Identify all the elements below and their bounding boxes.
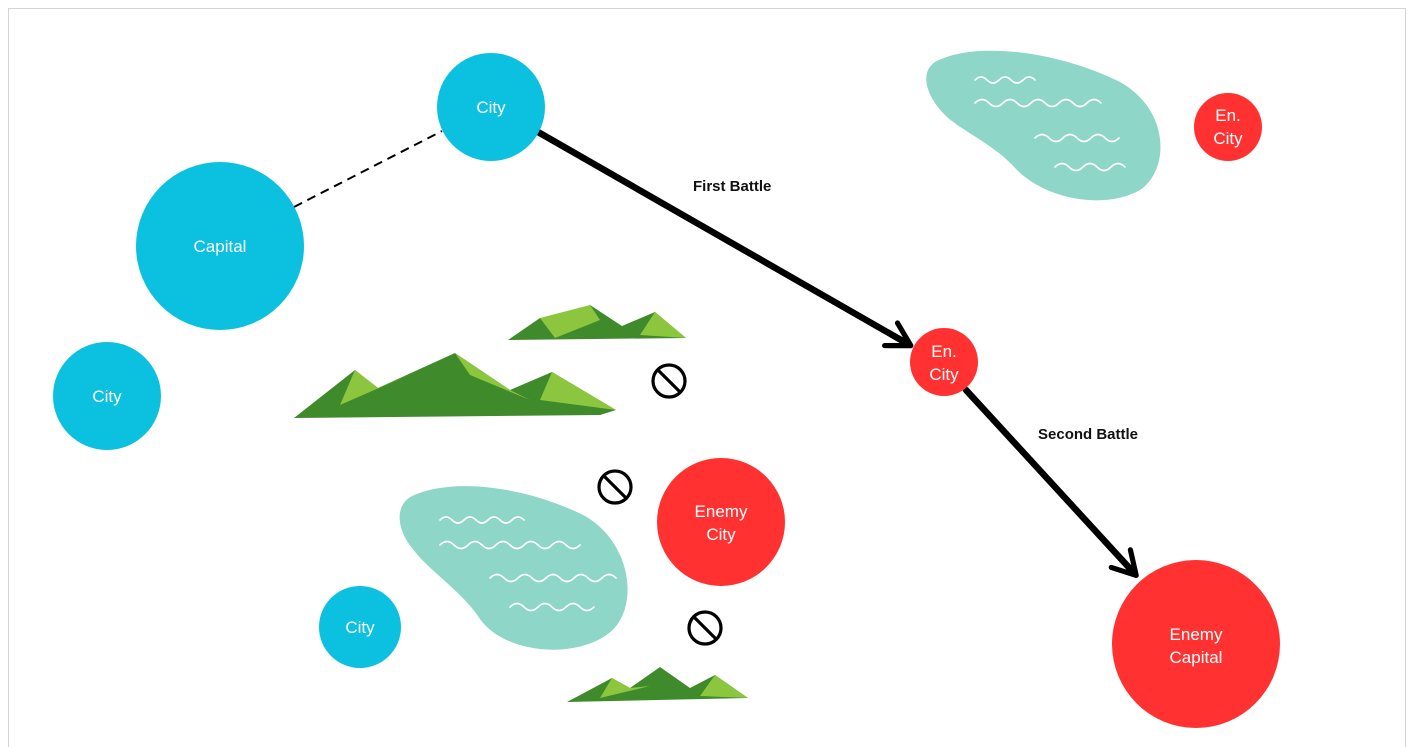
first-battle-arrow	[534, 128, 914, 349]
mountains-icon	[567, 667, 748, 702]
second-battle-arrow	[962, 386, 1139, 578]
enemy-city-label-line2: City	[706, 525, 736, 544]
capital-label: Capital	[194, 237, 247, 256]
friendly-city-node: City	[319, 586, 401, 668]
first-battle-label: First Battle	[693, 178, 771, 195]
enemy-capital-label-line1: Enemy	[1170, 625, 1223, 644]
city-label: City	[92, 387, 122, 406]
en-city-label-line1: En.	[931, 342, 957, 361]
en-city-label-line2: City	[929, 365, 959, 384]
enemy-city-node: En. City	[1194, 93, 1262, 161]
mountains-icon	[508, 305, 686, 340]
mountains-icon	[294, 353, 616, 418]
second-battle-label: Second Battle	[1038, 426, 1138, 443]
city-label: City	[345, 618, 375, 637]
supply-line-dashed	[293, 130, 443, 208]
enemy-capital-label-line2: Capital	[1170, 648, 1223, 667]
lake-icon	[399, 486, 628, 650]
map-frame	[8, 8, 1406, 747]
enemy-capital-node: Enemy Capital	[1112, 560, 1280, 728]
friendly-city-node: City	[53, 342, 161, 450]
en-city-label-line2: City	[1213, 129, 1243, 148]
friendly-city-node: City	[437, 53, 545, 161]
enemy-city-node: Enemy City	[657, 458, 785, 586]
blocked-icon	[651, 363, 687, 399]
lake-icon	[926, 50, 1161, 201]
friendly-capital-node: Capital	[136, 162, 304, 330]
enemy-city-label-line1: Enemy	[695, 502, 748, 521]
enemy-city-node: En. City	[910, 328, 978, 396]
blocked-icon	[687, 610, 723, 646]
en-city-label-line1: En.	[1215, 106, 1241, 125]
blocked-icon	[597, 469, 633, 505]
city-label: City	[476, 98, 506, 117]
